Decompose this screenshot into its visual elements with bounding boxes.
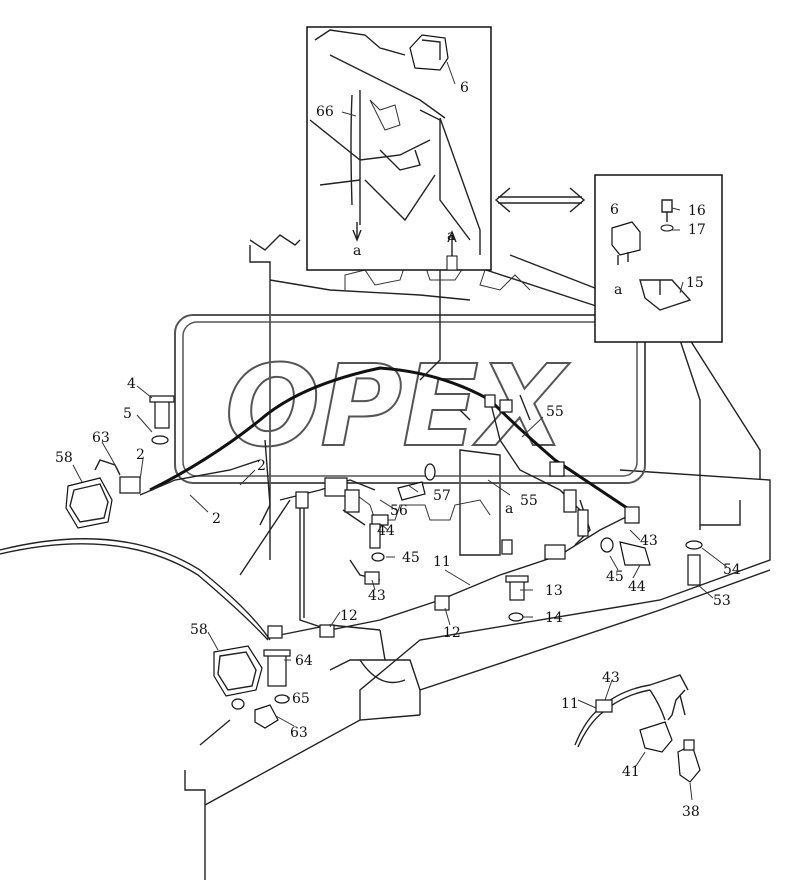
callout-58-left: 58: [55, 450, 73, 466]
work-lamp-left: [65, 477, 113, 529]
callout-44-right: 44: [628, 579, 646, 595]
callout-63-left: 63: [92, 430, 110, 446]
callout-58-bottom: 58: [190, 622, 208, 638]
callout-a-inset: a: [614, 282, 622, 298]
callout-43-mid: 43: [368, 588, 386, 604]
detail-inset-lamp-mount: [306, 26, 492, 271]
callout-43-detail: 43: [602, 670, 620, 686]
callout-38: 38: [682, 804, 700, 820]
callout-a-mid: a: [505, 501, 513, 517]
machine-body-outline: [184, 234, 771, 880]
callout-5: 5: [123, 406, 132, 422]
callout-65: 65: [292, 691, 310, 707]
callout-11-detail: 11: [561, 696, 579, 712]
callout-63-bottom: 63: [290, 725, 308, 741]
callout-64: 64: [295, 653, 313, 669]
callout-13: 13: [545, 583, 563, 599]
callout-17: 17: [688, 222, 706, 238]
callout-57: 57: [433, 488, 451, 504]
callout-43-right: 43: [640, 533, 658, 549]
callout-55-top: 55: [546, 404, 564, 420]
callout-6-top: 6: [460, 80, 469, 96]
callout-14: 14: [545, 610, 563, 626]
callout-44-mid: 44: [377, 523, 395, 539]
callout-2-c: 2: [212, 511, 221, 527]
callout-54: 54: [723, 562, 741, 578]
connectors: [94, 394, 703, 729]
switch-detail: [574, 674, 701, 783]
opex-watermark: OPEX: [174, 264, 646, 521]
callout-a-left: a: [353, 243, 361, 259]
callout-2-b: 2: [257, 458, 266, 474]
work-lamp-bottom: [213, 645, 263, 697]
leader-lines: [72, 61, 728, 801]
callout-16: 16: [688, 203, 706, 219]
callout-41: 41: [622, 764, 640, 780]
double-arrow: [494, 187, 586, 213]
callout-2-a: 2: [136, 447, 145, 463]
watermark-text: OPEX: [225, 342, 570, 472]
callout-45-mid: 45: [402, 550, 420, 566]
callout-56: 56: [390, 503, 408, 519]
callout-53: 53: [713, 593, 731, 609]
callout-4: 4: [127, 376, 136, 392]
callout-12-b: 12: [443, 625, 461, 641]
callout-6-inset: 6: [610, 202, 619, 218]
callout-45-right: 45: [606, 569, 624, 585]
callout-11-mid: 11: [433, 554, 451, 570]
callout-12-a: 12: [340, 608, 358, 624]
callout-15: 15: [686, 275, 704, 291]
callout-labels: 66 6 a a 6 a 16 17 15 4 5 63 58 2 2 2 55…: [55, 80, 741, 820]
callout-55-bottom: 55: [520, 493, 538, 509]
detail-inset-bracket: [594, 174, 723, 343]
callout-a-right: a: [447, 228, 455, 244]
callout-66: 66: [316, 104, 334, 120]
